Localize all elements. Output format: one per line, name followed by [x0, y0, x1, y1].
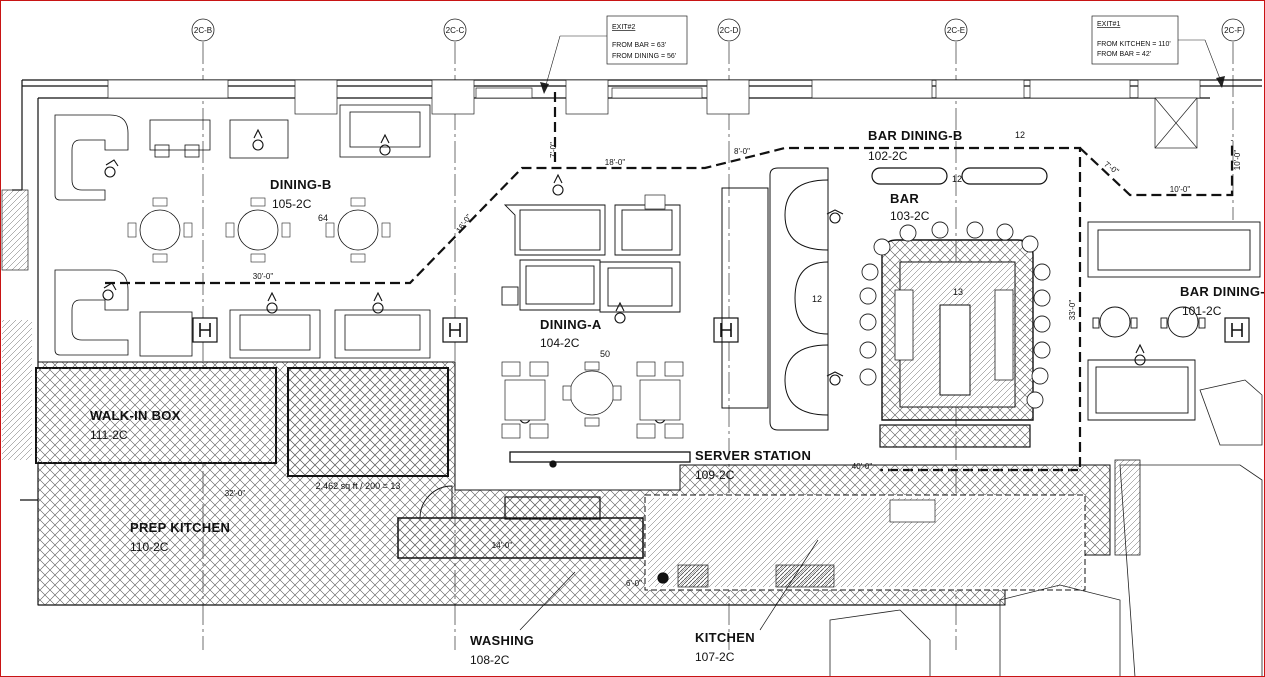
room-server-station-number: 109-2C [695, 468, 735, 482]
room-dining-a-name: DINING-A [540, 317, 602, 332]
room-washing-number: 108-2C [470, 653, 510, 667]
dim-33ft: 33'-0" [1068, 300, 1077, 321]
grid-label-b: 2C-B [194, 26, 212, 35]
bar-counter [879, 239, 1034, 448]
room-bar-dining-b-number: 102-2C [868, 149, 908, 163]
label-leaders [519, 539, 819, 631]
exit-note-1-line-1: FROM KITCHEN = 110' [1097, 41, 1171, 48]
exit-stair-right [829, 379, 1263, 677]
grid-bubbles [191, 18, 1245, 42]
back-of-house-hatch [35, 361, 1141, 606]
egress-path [105, 92, 1234, 472]
room-dining-b-number: 105-2C [272, 197, 312, 211]
room-dining-a-occupants: 50 [600, 349, 610, 359]
room-dining-b-occupants: 64 [318, 213, 328, 223]
room-prep-kitchen-number: 110-2C [130, 540, 169, 554]
room-dining-a-number: 104-2C [540, 336, 580, 350]
bar-dining-right [1087, 221, 1261, 421]
exit-note-2 [540, 15, 688, 94]
grid-label-f: 2C-F [1224, 26, 1242, 35]
dim-7ft-b: 7'-0" [1102, 160, 1120, 177]
dim-32ft: 32'-0" [225, 489, 246, 498]
grid-label-c: 2C-C [446, 26, 465, 35]
room-bar-dining-b-occupants: 12 [1015, 130, 1025, 140]
dim-10ft-b: 10'-0" [1233, 150, 1242, 171]
bar-booths [721, 167, 829, 431]
grid-label-e: 2C-E [947, 26, 965, 35]
bar-booth-seat-count: 12 [812, 294, 822, 304]
left-edge-hatch [1, 189, 32, 460]
grid-label-d: 2C-D [720, 26, 739, 35]
server-station-counter [509, 451, 691, 584]
exit-note-2-line-1: FROM BAR = 63' [612, 42, 666, 49]
room-kitchen-name: KITCHEN [695, 630, 755, 645]
wall-windows [107, 79, 1201, 149]
accessible-table-h-letters [199, 322, 1243, 337]
dining-a-tables [501, 194, 684, 439]
dim-8ft: 8'-0" [734, 147, 750, 156]
room-server-station-name: SERVER STATION [695, 448, 811, 463]
exit-note-2-line-2: FROM DINING = 56' [612, 53, 676, 60]
dining-b-chairs [127, 197, 391, 263]
dining-a-booths [501, 204, 681, 313]
dim-40ft: 40'-0" [852, 462, 873, 471]
dim-7ft-a: 7'-0" [549, 142, 558, 158]
exit-note-2-title: EXIT#2 [612, 24, 635, 31]
room-bar-name: BAR [890, 191, 919, 206]
exit-note-1-title: EXIT#1 [1097, 21, 1120, 28]
room-washing-name: WASHING [470, 633, 534, 648]
room-bar-number: 103-2C [890, 209, 930, 223]
bar-stools [859, 221, 1051, 409]
bar-rail-seat-count: 12 [952, 174, 962, 184]
dim-6ft: 6'-0" [626, 579, 642, 588]
room-bar-dining-b-name: BAR DINING-B [868, 128, 963, 143]
exit-note-1-line-2: FROM BAR = 42' [1097, 51, 1151, 58]
dim-18ft: 18'-0" [605, 158, 626, 167]
bar-rail-tables [871, 167, 1048, 185]
dim-14ft: 14'-0" [492, 541, 513, 550]
dim-30ft: 30'-0" [253, 272, 274, 281]
kitchen-door [419, 485, 453, 519]
dining-b-area [54, 104, 431, 359]
room-bar-dining-number: 101-2C [1182, 304, 1222, 318]
room-walk-in-box-name: WALK-IN BOX [90, 408, 181, 423]
exit-note-1 [1091, 15, 1225, 88]
room-bar-dining-name: BAR DINING- [1180, 284, 1265, 299]
room-walk-in-box-number: 111-2C [90, 428, 128, 442]
dim-16ft: 16'-0" [454, 213, 473, 235]
room-kitchen-number: 107-2C [695, 650, 735, 664]
dim-10ft: 10'-0" [1170, 185, 1191, 194]
room-dining-b-name: DINING-B [270, 177, 332, 192]
bar-counter-seat-count: 13 [953, 287, 963, 297]
room-prep-kitchen-name: PREP KITCHEN [130, 520, 230, 535]
area-occupancy-note: 2,462 sq ft / 200 = 13 [316, 481, 401, 491]
